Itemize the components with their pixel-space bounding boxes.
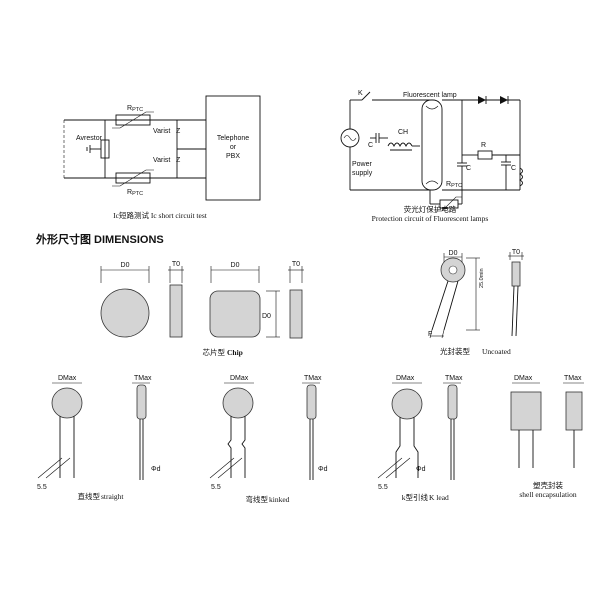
kinked-side — [306, 384, 317, 420]
klead-body — [391, 388, 423, 420]
c2-label: C — [466, 165, 471, 172]
klead-phi-label: Φd — [416, 466, 426, 473]
straight-tmax-label: TMax — [134, 375, 152, 382]
c3-label: C — [511, 165, 516, 172]
shell-drawing: DMax TMax 塑壳封装 shell encapsulation — [510, 375, 584, 499]
telephone-pbx-box — [205, 95, 261, 201]
diode-icon-1 — [478, 96, 486, 104]
klead-side — [447, 384, 458, 420]
resistor-r — [477, 150, 493, 160]
kinked-body — [222, 387, 254, 419]
straight-dmax-label: DMax — [58, 375, 77, 382]
klead-caption-en: K lead — [429, 493, 449, 502]
uncoated-drawing: D0 F 25.0min T0 光封装型 Uncoated — [428, 249, 524, 356]
avrestor-label: Avrestor — [76, 135, 103, 142]
chip-square-d0-label: D0 — [231, 262, 240, 269]
telephone-label: Telephone — [217, 135, 249, 142]
or-label: or — [230, 144, 237, 151]
ch-label: CH — [398, 129, 408, 136]
inductor-icon — [519, 167, 523, 187]
choke-coil-icon — [387, 142, 413, 148]
fluorescent-caption-en: Protection circuit of Fluorescent lamps — [372, 214, 489, 223]
kinked-drawing: DMax 5.5 TMax Φd 弯线型 kinked — [209, 375, 328, 504]
chip-square-t0-label: T0 — [292, 261, 300, 268]
ptc-resistor-bottom — [115, 172, 151, 184]
shell-caption-en: shell encapsulation — [519, 490, 577, 499]
uncoated-t0-label: T0 — [512, 249, 520, 256]
chip-square-body — [209, 290, 261, 338]
uncoated-length-label: 25.0min — [479, 268, 485, 288]
shell-front-body — [510, 391, 542, 431]
shell-dmax-label: DMax — [514, 375, 533, 382]
kinked-tmax-label: TMax — [304, 375, 322, 382]
shell-side-body — [565, 391, 583, 431]
straight-caption-cn: 直线型 — [78, 491, 101, 501]
pbx-label: PBX — [226, 153, 240, 160]
chip-caption-cn: 芯片型 — [203, 347, 226, 357]
chip-caption-en: Chip — [227, 348, 243, 357]
straight-body — [51, 387, 83, 419]
c1-label: C — [368, 142, 373, 149]
power-label: Power — [352, 161, 373, 168]
chip-drawing: D0 T0 D0 D0 T0 芯片型 Chip — [100, 261, 304, 357]
shell-caption-cn: 塑壳封装 — [533, 480, 563, 490]
ptc-resistor-top — [115, 114, 151, 126]
straight-phi-label: Φd — [151, 466, 161, 473]
rptc-bottom-label: RPTC — [127, 189, 143, 197]
diode-icon-2 — [500, 96, 508, 104]
chip-round-body — [100, 288, 150, 338]
k-switch-label: K — [358, 90, 363, 97]
uncoated-side — [511, 261, 521, 287]
chip-round-side — [169, 284, 183, 338]
rptc-top-label: RPTC — [127, 105, 143, 113]
ic-short-circuit-diagram: Telephone or PBX RPTC Varist Z Avrestor … — [63, 95, 261, 220]
klead-dmax-label: DMax — [396, 375, 415, 382]
chip-square-d0-side-label: D0 — [262, 313, 271, 320]
straight-caption-en: straight — [101, 492, 124, 501]
klead-caption-cn: k型引线 — [402, 492, 429, 502]
kinked-phi-label: Φd — [318, 466, 328, 473]
straight-side — [136, 384, 147, 420]
fluorescent-protection-diagram: K Fluorescent lamp C CH Power supply R C… — [340, 90, 523, 223]
fluorescent-lamp-label: Fluorescent lamp — [403, 92, 457, 99]
kinked-dmax-label: DMax — [230, 375, 249, 382]
z-bottom-label: Z — [176, 157, 181, 164]
varist-bottom-label: Varist — [153, 157, 170, 164]
straight-drawing: DMax 5.5 TMax Φd 直线型 straight — [37, 375, 161, 501]
rptc-lamp-label: RPTC — [446, 181, 462, 189]
kinked-dim-label: 5.5 — [211, 484, 221, 491]
shell-tmax-label: TMax — [564, 375, 582, 382]
klead-tmax-label: TMax — [445, 375, 463, 382]
uncoated-f-label: F — [428, 331, 432, 338]
uncoated-d0-label: D0 — [449, 250, 458, 257]
r-label: R — [481, 142, 486, 149]
klead-dim-label: 5.5 — [378, 484, 388, 491]
fluorescent-lamp-tube — [421, 99, 443, 191]
chip-round-t0-label: T0 — [172, 261, 180, 268]
uncoated-caption-cn: 光封装型 — [440, 346, 470, 356]
uncoated-caption-en: Uncoated — [482, 347, 511, 356]
straight-dim-label: 5.5 — [37, 484, 47, 491]
kinked-caption-en: kinked — [269, 495, 290, 504]
ic-test-caption: Ic短路测试 Ic short circuit test — [113, 210, 208, 220]
klead-drawing: DMax 5.5 Φd TMax k型引线 K lead — [377, 375, 463, 502]
varist-top-label: Varist — [153, 128, 170, 135]
z-top-label: Z — [176, 128, 181, 135]
fluorescent-caption-cn: 荧光灯保护电路 — [404, 204, 457, 214]
chip-square-side — [289, 289, 303, 339]
dimensions-heading: 外形尺寸图 DIMENSIONS — [35, 232, 164, 246]
kinked-caption-cn: 弯线型 — [246, 494, 269, 504]
supply-label: supply — [352, 170, 373, 177]
chip-round-d0-label: D0 — [121, 262, 130, 269]
